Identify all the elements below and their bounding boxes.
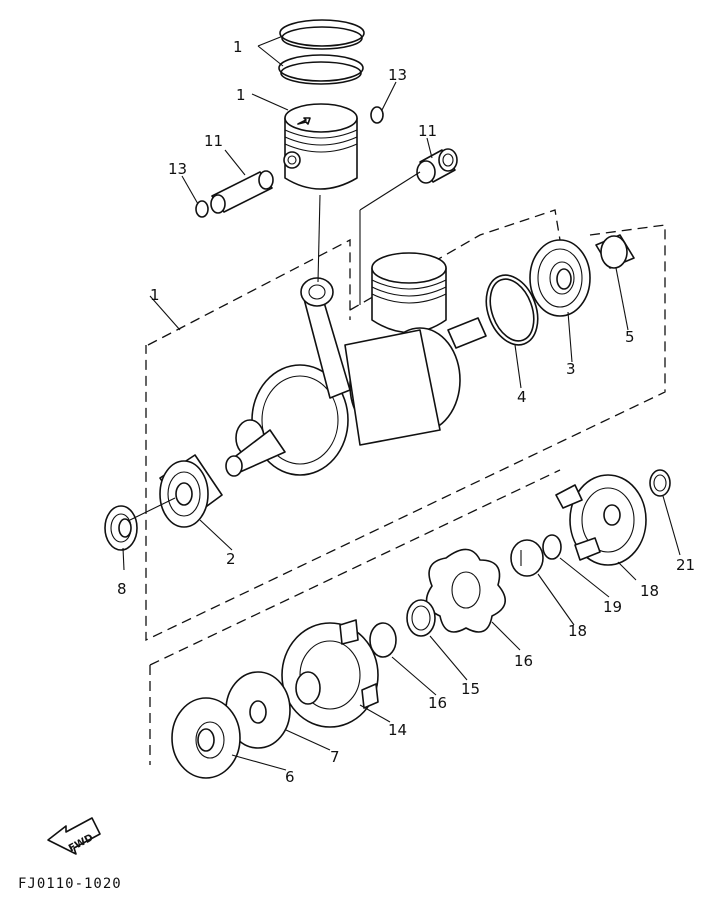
o-ring-small-part xyxy=(649,469,671,497)
o-ring-lower-part xyxy=(369,622,397,658)
callout-18: 18 xyxy=(640,582,659,600)
callout-21: 21 xyxy=(676,556,695,574)
fwd-arrow-icon: FWD xyxy=(47,817,101,855)
plug-part xyxy=(510,539,544,577)
callout-15: 16 xyxy=(514,652,533,670)
coupler-housing-part xyxy=(555,474,647,566)
crank-rear-group-outline xyxy=(149,469,561,765)
callout-5: 5 xyxy=(625,328,635,346)
callout-1: 1 xyxy=(150,286,160,304)
coupler-part xyxy=(281,619,379,728)
callout-11: 11 xyxy=(204,132,223,150)
callout-13-lower: 13 xyxy=(168,160,187,178)
needle-bearing-part xyxy=(416,148,458,184)
callout-20: 19 xyxy=(603,598,622,616)
piston-pin-clip-lower xyxy=(195,200,209,218)
piston-pin-clip-upper xyxy=(370,106,384,124)
callout-4: 4 xyxy=(517,388,527,406)
callout-2: 2 xyxy=(226,550,236,568)
piston-part xyxy=(283,103,358,190)
collar-part xyxy=(595,234,635,269)
oil-seal-part xyxy=(104,505,138,551)
main-bearing-part xyxy=(529,239,591,317)
callout-16: 15 xyxy=(461,680,480,698)
washer-part xyxy=(225,671,291,749)
callout-9: 1 xyxy=(236,86,246,104)
callout-6: 6 xyxy=(285,768,295,786)
piston-rings-part xyxy=(278,19,365,85)
callout-19: 18 xyxy=(568,622,587,640)
callout-12: 11 xyxy=(418,122,437,140)
callout-7: 7 xyxy=(330,748,340,766)
callout-8: 8 xyxy=(117,580,127,598)
callout-14: 14 xyxy=(388,721,407,739)
front-bearing-part xyxy=(159,454,223,528)
callout-10: 1 xyxy=(233,38,243,56)
crankshaft-assembly-part xyxy=(225,252,487,477)
piston-pin-part xyxy=(210,170,274,214)
callout-17: 16 xyxy=(428,694,447,712)
callout-13-upper: 13 xyxy=(388,66,407,84)
rubber-damper-part xyxy=(425,548,506,633)
callout-3: 3 xyxy=(566,360,576,378)
bushing-part xyxy=(406,599,436,637)
o-ring-part xyxy=(542,534,562,560)
circlip-part xyxy=(485,274,539,346)
leader-lines xyxy=(122,35,681,771)
figure-code: FJ0110-1020 xyxy=(18,876,122,892)
flange-part xyxy=(171,697,241,779)
crankshaft-group-outline xyxy=(145,209,666,642)
